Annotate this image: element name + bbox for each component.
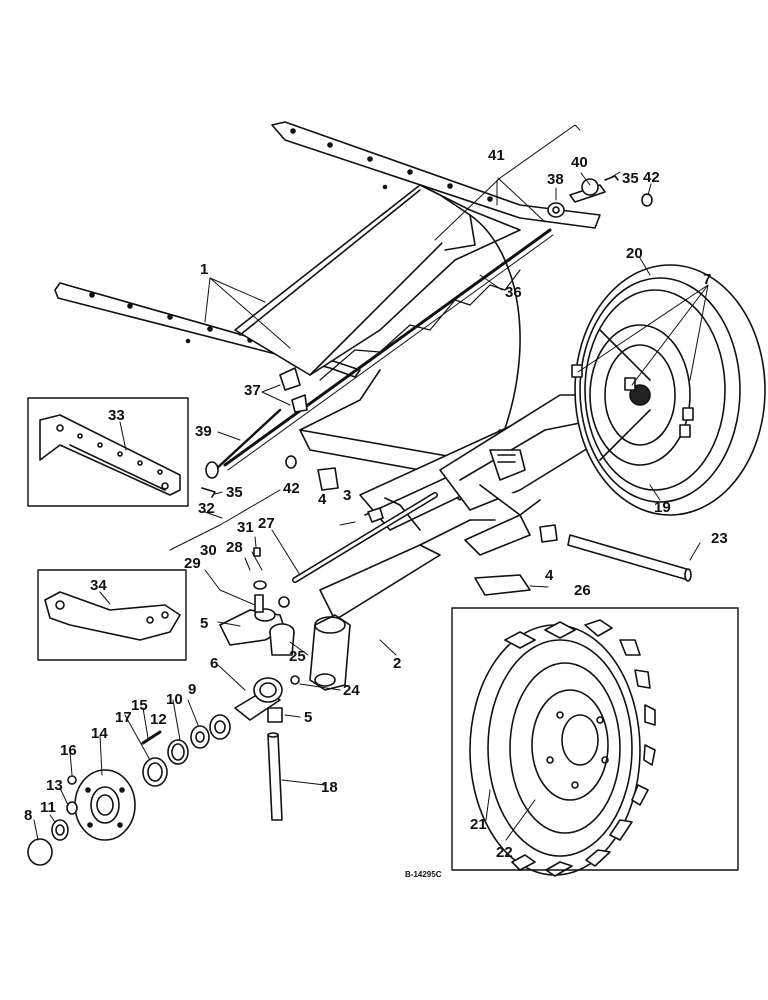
callout-2: 2: [393, 655, 401, 672]
stud-15: [141, 730, 162, 745]
callout-30: 30: [200, 542, 217, 559]
callout-8: 8: [24, 807, 32, 824]
callout-4-lower: 4: [545, 567, 554, 584]
callout-19: 19: [654, 499, 671, 516]
callout-39: 39: [195, 423, 212, 440]
callout-41: 41: [488, 147, 505, 164]
pin-23: [567, 534, 692, 582]
callout-4: 4: [318, 491, 327, 508]
rod-end-40: [569, 178, 606, 203]
callout-6: 6: [210, 655, 218, 672]
cotter-35b: [201, 487, 216, 498]
king-pin-18: [267, 732, 283, 821]
bushing-5b: [267, 707, 283, 723]
callout-15: 15: [131, 697, 148, 714]
callout-33: 33: [108, 407, 125, 424]
callout-31: 31: [237, 519, 254, 536]
front-tire-21: [469, 619, 656, 877]
nut-16: [67, 775, 77, 785]
callout-42: 42: [643, 169, 660, 186]
callout-34: 34: [90, 577, 107, 594]
clamp-37: [279, 367, 308, 413]
washer-13: [66, 801, 78, 815]
washer-30: [253, 580, 267, 590]
rod-27: [292, 492, 438, 583]
ring-42a: [641, 193, 653, 207]
callout-25: 25: [289, 648, 306, 665]
callout-23: 23: [711, 530, 728, 547]
bearing-10: [190, 725, 210, 749]
pin-31: [253, 547, 261, 557]
leader-lines: [33, 124, 709, 841]
frame-plate-41: [271, 121, 601, 229]
cup-17: [142, 757, 168, 787]
drawing-code: B-14295C: [405, 870, 442, 879]
nut-38: [547, 202, 565, 218]
callout-1: 1: [200, 261, 208, 278]
seal-9: [209, 714, 231, 740]
cup-12: [167, 739, 189, 765]
callout-36: 36: [505, 284, 522, 301]
rod-39: [205, 408, 282, 479]
callout-labels: 41 40 35 42 38 20 7 1 36 37 33 39 42 4 3…: [24, 147, 728, 879]
wheel-bolts-7: [571, 364, 694, 438]
callout-18: 18: [321, 779, 338, 796]
fitting-24: [290, 675, 300, 685]
callout-22: 22: [496, 844, 513, 861]
yoke-2: [309, 614, 351, 691]
inset-34: [37, 569, 187, 661]
callout-26: 26: [574, 582, 591, 599]
bolt-3: [367, 507, 384, 523]
front-tire-inset-frame: [451, 607, 739, 871]
callout-9: 9: [188, 681, 196, 698]
callout-13: 13: [46, 777, 63, 794]
bolt-29: [254, 594, 264, 613]
callout-40: 40: [571, 154, 588, 171]
group-bracket-32: [169, 489, 281, 551]
bearing-11: [51, 819, 69, 841]
callout-21: 21: [470, 816, 487, 833]
callout-14: 14: [91, 725, 108, 742]
callout-11: 11: [40, 799, 56, 816]
callout-32: 32: [198, 500, 215, 517]
rear-wheel-20: [574, 264, 766, 516]
ring-42b: [285, 455, 297, 469]
callout-7: 7: [703, 271, 711, 288]
callout-29: 29: [184, 555, 201, 572]
cap-8: [27, 838, 53, 866]
cotter-35a: [604, 175, 619, 181]
callout-37: 37: [244, 382, 261, 399]
bushing-4a: [317, 467, 339, 491]
inset-33: [27, 397, 189, 507]
callout-10: 10: [166, 691, 183, 708]
callout-12: 12: [150, 711, 167, 728]
callout-20: 20: [626, 245, 643, 262]
callout-5-lower: 5: [304, 709, 312, 726]
steering-arm-5: [219, 608, 286, 646]
callout-5: 5: [200, 615, 208, 632]
nut-28: [278, 596, 290, 608]
callout-42-lower: 42: [283, 480, 300, 497]
callout-38: 38: [547, 171, 564, 188]
hub-14: [74, 769, 136, 841]
callout-16: 16: [60, 742, 77, 759]
callout-17: 17: [115, 709, 132, 726]
plate-26: [474, 574, 531, 596]
spindle-6: [234, 677, 283, 721]
callout-27: 27: [258, 515, 275, 532]
bushing-4b: [539, 524, 558, 543]
callout-24: 24: [343, 682, 360, 699]
tie-rod-36: [223, 228, 554, 471]
callout-35: 35: [622, 170, 639, 187]
knuckle-25: [269, 623, 295, 656]
callout-28: 28: [226, 539, 243, 556]
callout-35-lower: 35: [226, 484, 243, 501]
callout-3: 3: [343, 487, 351, 504]
